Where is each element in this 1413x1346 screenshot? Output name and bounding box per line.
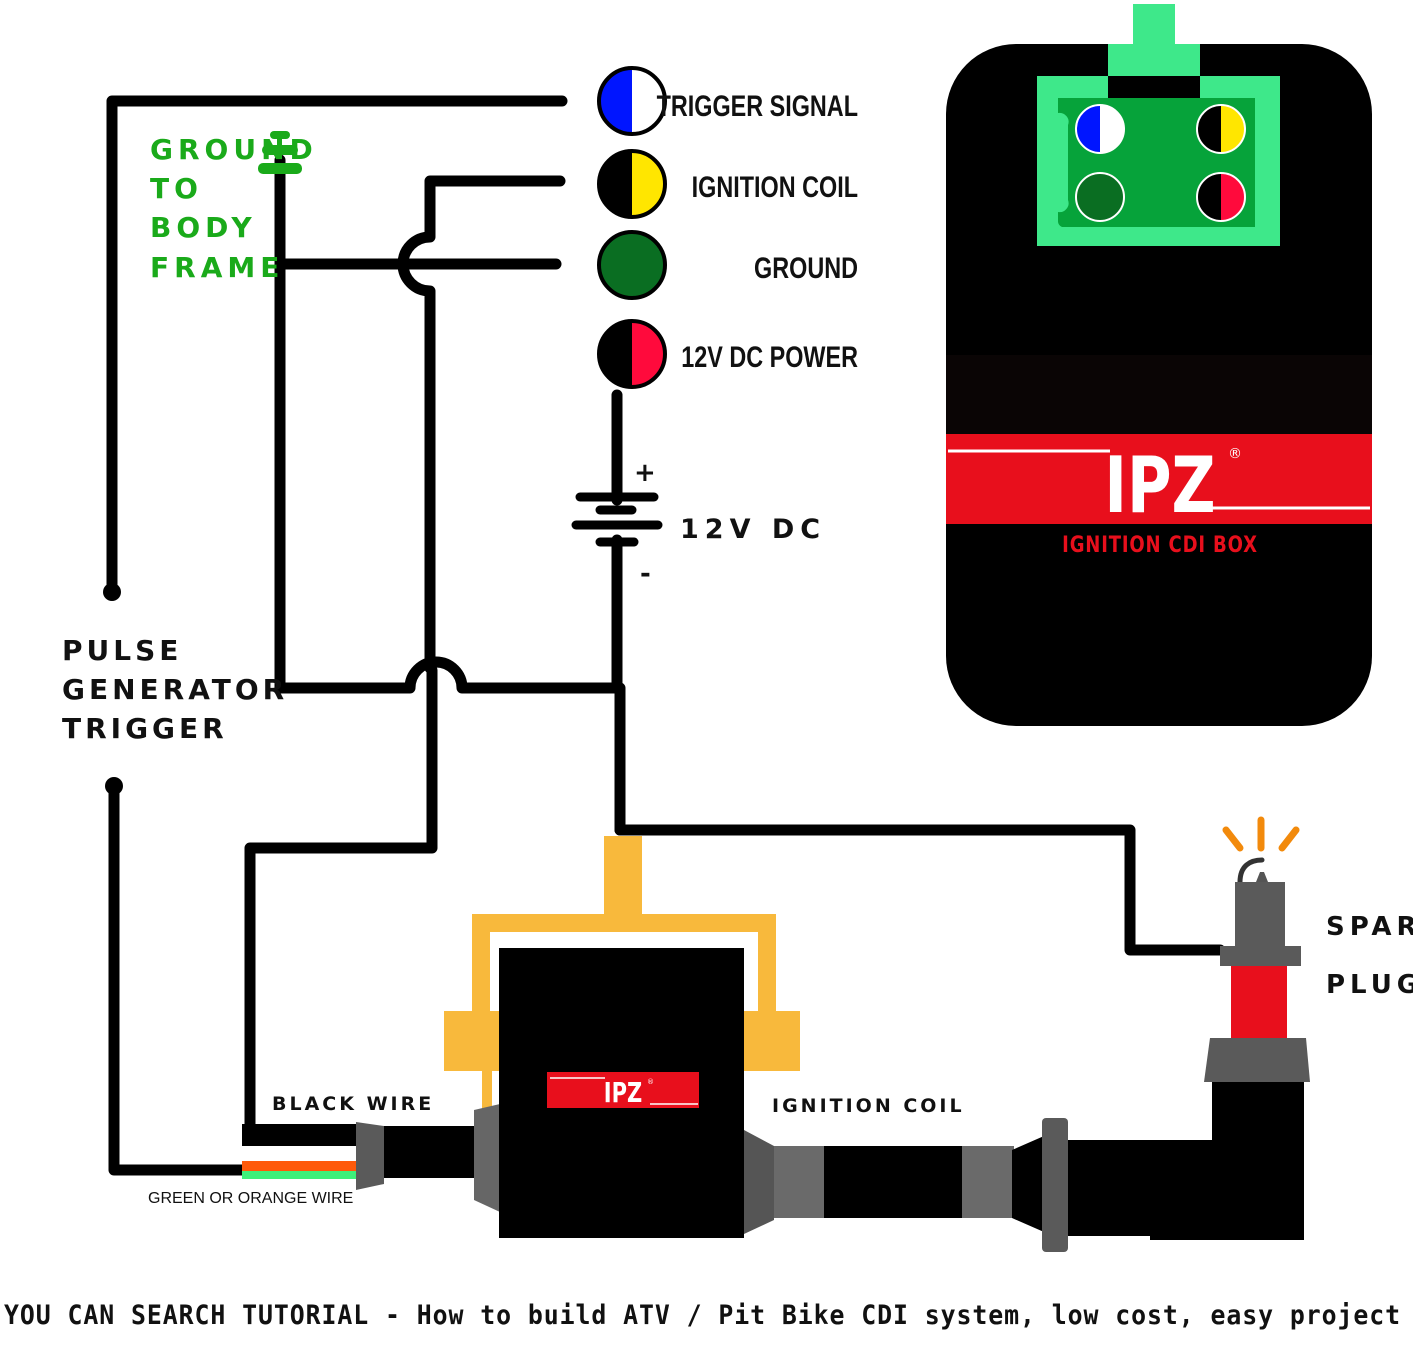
trigger-signal-wire xyxy=(106,95,568,598)
legend-label-ground: GROUND xyxy=(754,251,858,284)
spark-plug-label-line-2: PLUG xyxy=(1326,970,1413,1000)
pulse-generator-label: PULSE GENERATOR TRIGGER xyxy=(62,634,288,745)
pin-black-red-icon xyxy=(597,319,667,389)
footer-caption: YOU CAN SEARCH TUTORIAL - How to build A… xyxy=(4,1300,1402,1331)
black-wire xyxy=(242,1124,358,1146)
pin-black-yellow-icon xyxy=(597,149,667,219)
cdi-brand-logo: IPZ xyxy=(1104,441,1215,531)
ground-label-line-1: GROUND xyxy=(150,133,318,166)
spark-plug-wire xyxy=(614,824,1226,956)
cdi-registered-mark: ® xyxy=(1228,446,1242,462)
wires xyxy=(106,95,1226,1176)
cdi-box: IPZ ® IGNITION CDI BOX xyxy=(946,4,1372,726)
battery-symbol-icon xyxy=(571,492,663,547)
ground-label: GROUND TO BODY FRAME xyxy=(150,133,318,284)
spark-plug-cap xyxy=(1150,1082,1304,1240)
ground-wire xyxy=(274,154,626,836)
spark-plug: SPARK PLUG xyxy=(1204,816,1413,1082)
legend-label-trigger-signal: TRIGGER SIGNAL xyxy=(657,89,858,122)
legend-label-ignition-coil: IGNITION COIL xyxy=(692,170,858,203)
legend-item-ignition-coil: IGNITION COIL xyxy=(597,149,858,219)
pulse-label-line-2: GENERATOR xyxy=(62,673,288,706)
pin-green-icon xyxy=(597,230,667,300)
connector-pin-black-red-icon xyxy=(1196,172,1246,222)
pulse-terminal-top xyxy=(103,583,121,601)
ignition-coil-wire xyxy=(244,175,566,1141)
spark-plug-label-line-1: SPARK xyxy=(1326,912,1413,942)
ground-symbol-icon xyxy=(258,131,302,174)
coil-brand-logo: IPZ xyxy=(604,1076,642,1109)
pin-blue-white-icon xyxy=(597,66,667,136)
pulse-label-line-3: TRIGGER xyxy=(62,712,228,745)
left-boot xyxy=(356,1122,384,1190)
ground-label-line-2: TO xyxy=(150,172,203,205)
black-wire-label: BLACK WIRE xyxy=(272,1093,434,1115)
legend-label-12v-power: 12V DC POWER xyxy=(681,340,858,373)
pulse-terminal-bottom xyxy=(105,777,123,795)
spark-icon xyxy=(1222,816,1300,852)
primary-boot xyxy=(474,1104,500,1212)
connector-pin-blue-white-icon xyxy=(1075,104,1125,154)
battery-plus-sign: + xyxy=(634,458,656,488)
coil-frame xyxy=(444,836,800,1110)
ground-label-line-3: BODY xyxy=(150,211,257,244)
connector-pin-green-icon xyxy=(1075,172,1125,222)
connector-pin-black-yellow-icon xyxy=(1196,104,1246,154)
pulse-generator-return-wire xyxy=(108,780,250,1176)
cdi-connector xyxy=(1037,4,1280,246)
legend-item-12v-power: 12V DC POWER xyxy=(597,319,858,389)
legend: TRIGGER SIGNAL IGNITION COIL GROUND 12V … xyxy=(597,66,858,389)
legend-item-ground: GROUND xyxy=(597,230,858,300)
legend-item-trigger-signal: TRIGGER SIGNAL xyxy=(597,66,858,136)
green-wire-label: GREEN OR ORANGE WIRE xyxy=(148,1190,353,1207)
ignition-coil-label: IGNITION COIL xyxy=(772,1095,965,1117)
orange-wire xyxy=(242,1161,358,1171)
coil-registered-mark: ® xyxy=(647,1078,654,1086)
green-wire xyxy=(242,1171,358,1179)
battery-label: 12V DC xyxy=(680,514,826,545)
cdi-subtitle: IGNITION CDI BOX xyxy=(1062,531,1258,557)
ignition-coil: IPZ ® BLACK WIRE GREEN OR ORANGE WIRE IG… xyxy=(148,836,1304,1252)
ground-label-line-4: FRAME xyxy=(150,251,284,284)
battery-minus-sign: - xyxy=(640,559,651,589)
pulse-label-line-1: PULSE xyxy=(62,634,182,667)
secondary-boot xyxy=(744,1130,774,1234)
